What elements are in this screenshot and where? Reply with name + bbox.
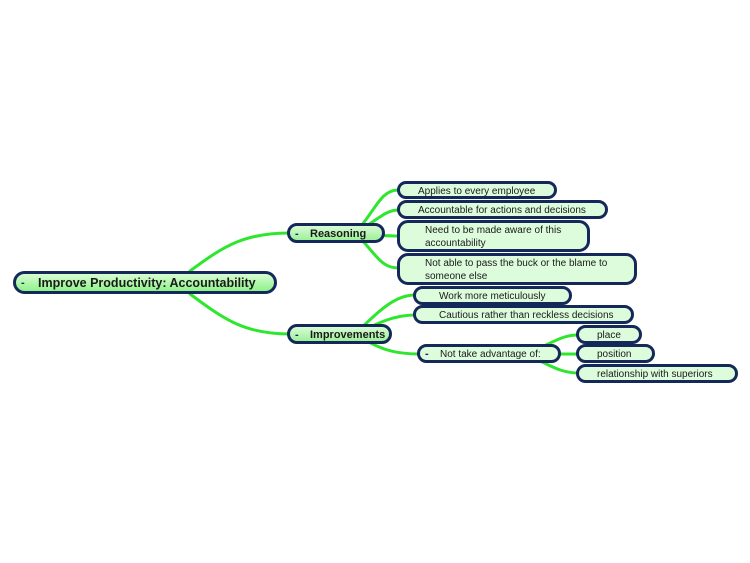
topic-label: position <box>597 349 632 360</box>
topic-pass-buck[interactable]: Not able to pass the buck or the blame t… <box>397 253 637 285</box>
topic-label: relationship with superiors <box>597 369 713 380</box>
topic-label: Need to be made aware of this accountabi… <box>425 225 562 249</box>
connector-root-reasoning <box>188 231 292 273</box>
topic-relationship-superiors[interactable]: relationship with superiors <box>576 364 738 383</box>
topic-label: Accountable for actions and decisions <box>418 205 586 216</box>
topic-label: Not take advantage of: <box>440 349 541 360</box>
topic-place[interactable]: place <box>576 325 642 344</box>
root-topic-node[interactable]: - Improve Productivity: Accountability <box>13 271 277 294</box>
collapse-icon[interactable]: - <box>295 329 299 341</box>
topic-applies-every-employee[interactable]: Applies to every employee <box>397 181 557 199</box>
topic-label: Applies to every employee <box>418 186 536 197</box>
root-topic-label: Improve Productivity: Accountability <box>38 276 256 290</box>
topic-position[interactable]: position <box>576 344 655 363</box>
collapse-icon[interactable]: - <box>295 228 299 240</box>
topic-not-take-advantage[interactable]: - Not take advantage of: <box>417 344 561 363</box>
branch-reasoning-node[interactable]: - Reasoning <box>287 223 385 243</box>
topic-label: Work more meticulously <box>439 291 546 302</box>
topic-label: place <box>597 330 621 341</box>
topic-accountable-actions[interactable]: Accountable for actions and decisions <box>397 200 608 219</box>
branch-improvements-label: Improvements <box>310 329 386 341</box>
collapse-icon[interactable]: - <box>425 348 429 360</box>
topic-made-aware[interactable]: Need to be made aware of this accountabi… <box>397 220 590 252</box>
branch-improvements-node[interactable]: - Improvements <box>287 324 392 344</box>
topic-label: Not able to pass the buck or the blame t… <box>425 258 608 282</box>
topic-work-meticulously[interactable]: Work more meticulously <box>413 286 572 305</box>
collapse-icon[interactable]: - <box>21 277 25 289</box>
connector-root-improvements <box>188 292 292 336</box>
branch-reasoning-label: Reasoning <box>310 228 367 240</box>
topic-label: Cautious rather than reckless decisions <box>439 310 614 321</box>
topic-cautious-decisions[interactable]: Cautious rather than reckless decisions <box>413 305 634 324</box>
